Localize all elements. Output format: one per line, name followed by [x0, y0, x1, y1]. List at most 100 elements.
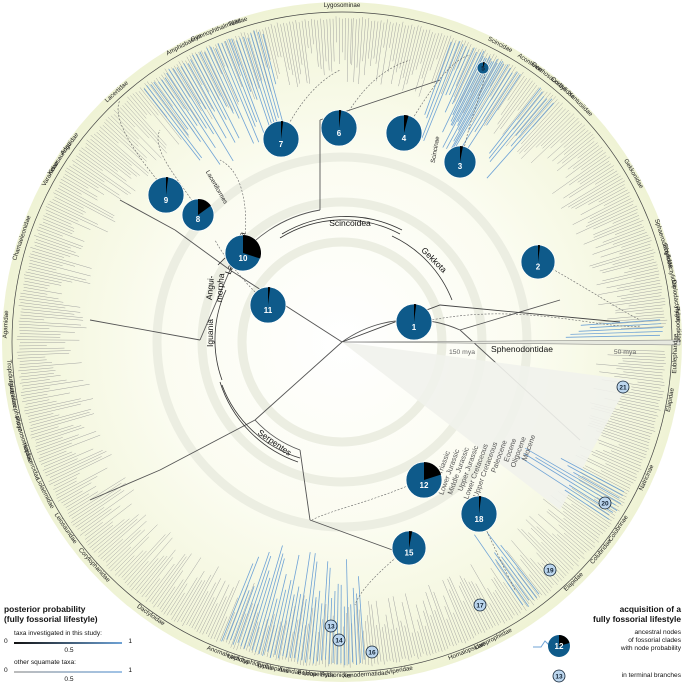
tip-branch	[507, 75, 525, 101]
tip-branch	[196, 597, 215, 633]
tip-branch	[620, 326, 664, 329]
tip-branch	[617, 349, 665, 352]
tip-branch	[616, 403, 657, 413]
tip-branch	[55, 189, 116, 223]
pie-node-7: 7	[262, 120, 300, 158]
tip-branch	[104, 122, 147, 162]
tip-branch	[442, 580, 469, 641]
scale-150-mya: 150 mya	[449, 349, 475, 356]
tip-branch	[497, 71, 524, 111]
tip-branch	[135, 555, 165, 591]
tip-branch	[563, 128, 586, 148]
tip-branch	[446, 41, 460, 74]
tip-branch	[108, 546, 132, 569]
tip-branch	[32, 250, 92, 269]
tip-branch	[289, 21, 300, 84]
tip-branch	[517, 84, 538, 111]
tip-branch	[593, 218, 640, 238]
legend-pie-example: 12	[533, 635, 570, 657]
fossorial-branch	[460, 71, 518, 160]
fossorial-branch	[190, 59, 236, 143]
tip-branch	[615, 307, 663, 314]
fossorial-branch	[204, 52, 234, 114]
tip-branch	[20, 383, 90, 396]
era-wedge	[342, 342, 630, 510]
fossorial-branch	[474, 534, 524, 606]
tip-branch	[550, 121, 580, 149]
tip-branch	[124, 103, 167, 149]
tip-branch	[587, 200, 634, 224]
fossorial-branch	[520, 457, 610, 516]
tip-branch	[401, 602, 415, 657]
tip-branch	[139, 87, 182, 140]
pie-node-18: 18	[460, 495, 498, 533]
fossorial-branch	[564, 489, 610, 520]
fossorial-branch	[494, 552, 530, 601]
tip-branch	[304, 19, 309, 49]
tip-branch	[171, 577, 198, 620]
pie-number: 15	[405, 549, 414, 558]
tip-branch	[618, 352, 666, 355]
tip-branch	[575, 180, 626, 209]
tip-branch	[19, 373, 54, 378]
tip-branch	[484, 71, 517, 122]
tip-branch	[348, 607, 351, 668]
tip-branch	[404, 625, 412, 658]
tip-branch	[424, 625, 434, 654]
fossorial-branch	[215, 48, 239, 103]
tip-branch	[431, 35, 448, 83]
tip-branch	[200, 50, 230, 108]
tip-branch	[598, 187, 626, 203]
tip-branch	[24, 398, 81, 412]
fossorial-branch	[176, 67, 234, 162]
tip-branch	[599, 255, 654, 272]
tip-branch	[563, 165, 614, 199]
fossorial-branch	[421, 40, 461, 139]
tip-branch	[75, 158, 128, 195]
tip-branch	[294, 595, 305, 662]
pie-number: 10	[239, 254, 248, 263]
tip-branch	[538, 513, 585, 555]
tip-branch	[19, 333, 61, 335]
tip-branch	[105, 119, 147, 159]
tip-branch	[548, 509, 596, 548]
tip-branch	[433, 35, 452, 84]
tip-branch	[351, 17, 354, 66]
fossorial-branch	[230, 590, 250, 641]
tip-branch	[607, 354, 666, 358]
fossorial-branch	[172, 68, 214, 135]
tip-branch	[580, 454, 636, 482]
tip-branch	[166, 583, 188, 616]
tip-branch	[34, 235, 71, 249]
tip-branch	[161, 74, 185, 110]
pie-node-4: 4	[385, 114, 423, 152]
tip-branch	[77, 489, 134, 530]
tip-branch	[592, 249, 654, 269]
tip-branch	[346, 18, 349, 82]
tip-branch	[585, 465, 631, 489]
tip-branch	[571, 503, 608, 530]
tip-number: 19	[546, 567, 554, 574]
tip-branch	[532, 99, 558, 128]
tip-branch	[558, 524, 590, 551]
tip-branch	[233, 613, 247, 650]
legend-right-title-2: fully fossorial lifestyle	[593, 614, 681, 624]
tip-branch	[19, 327, 50, 329]
tip-branch	[619, 398, 659, 408]
legend-investigated-max: 1	[128, 638, 132, 645]
tip-branch	[433, 591, 454, 647]
tip-branch	[63, 486, 97, 506]
tip-branch	[149, 553, 186, 603]
tip-branch	[505, 92, 551, 147]
tip-branch	[21, 379, 67, 387]
tip-branch	[611, 298, 665, 306]
fossorial-branch	[232, 586, 255, 645]
tip-branch	[637, 381, 665, 386]
legend-left-title-2: (fully fossorial lifestyle)	[4, 614, 98, 624]
tip-branch	[64, 173, 89, 189]
legend-posterior-probability: posterior probability (fully fossorial l…	[4, 604, 134, 684]
pie-node-11: 11	[249, 286, 287, 324]
tip-branch	[114, 536, 150, 572]
tip-branch	[274, 25, 282, 58]
fossorial-branch	[210, 46, 254, 144]
